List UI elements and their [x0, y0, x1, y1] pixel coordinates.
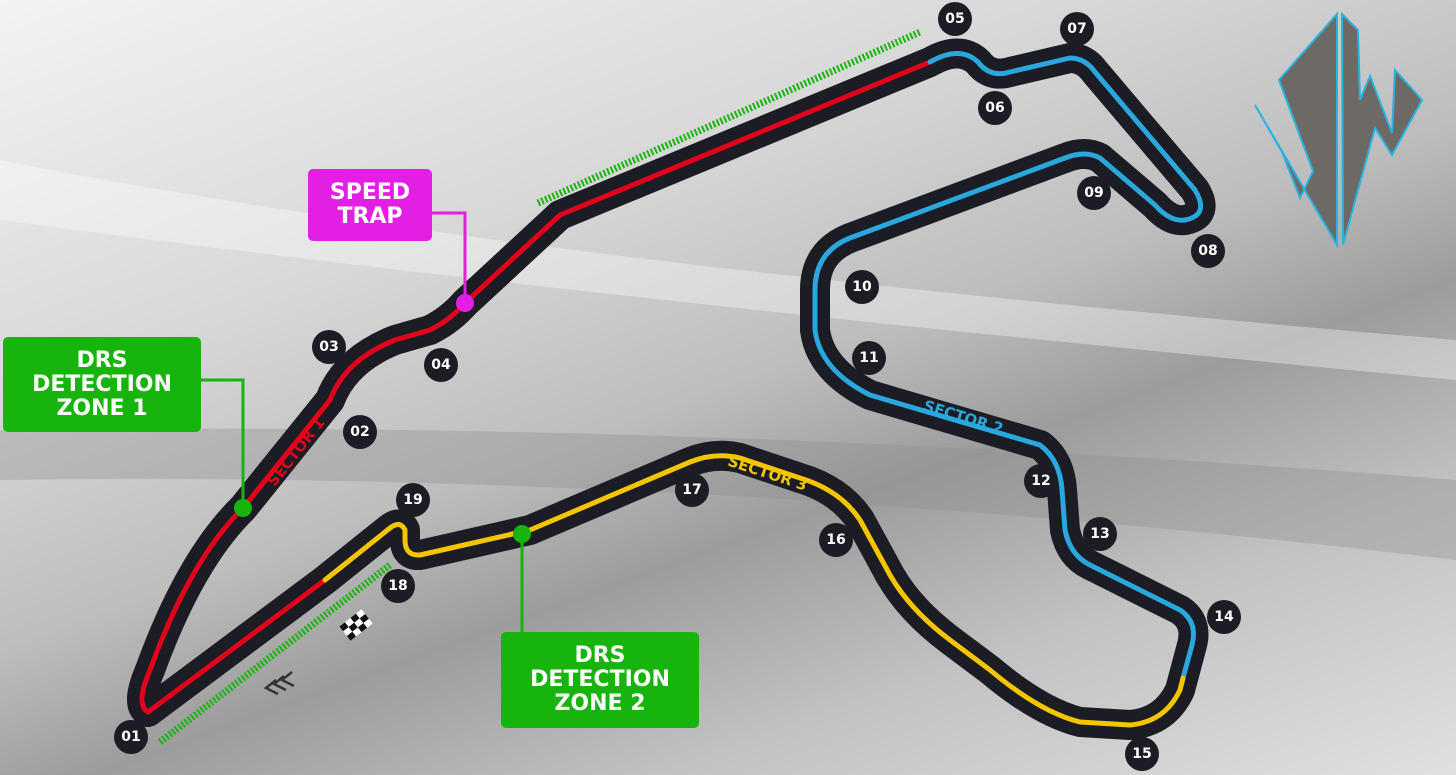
drs-detection-zone-1-callout: DRS DETECTION ZONE 1 [3, 337, 201, 432]
turn-number-12: 12 [1031, 473, 1050, 489]
turn-number-07: 07 [1067, 21, 1086, 37]
drs-zone-2-line [157, 562, 393, 745]
turn-marker-bg [114, 720, 148, 754]
turn-marker-bg [938, 2, 972, 36]
direction-chevrons-icon [263, 671, 295, 696]
turn-number-06: 06 [985, 100, 1004, 116]
turn-marker-bg [1207, 600, 1241, 634]
turn-number-09: 09 [1084, 185, 1103, 201]
turn-number-08: 08 [1198, 243, 1217, 259]
drs-zone-1-line [536, 28, 922, 207]
sector-3-line [322, 453, 1186, 728]
turn-marker-bg [675, 473, 709, 507]
drs1-marker [234, 499, 252, 517]
turn-number-01: 01 [121, 729, 140, 745]
turn-marker-bg [852, 341, 886, 375]
bg-swoosh [0, 428, 1456, 560]
turn-number-18: 18 [388, 578, 407, 594]
turn-number-17: 17 [682, 482, 701, 498]
turn-marker-bg [1024, 464, 1058, 498]
turn-marker-bg [1083, 517, 1117, 551]
checkered-flag-icon [339, 609, 373, 641]
turn-markers: 01 02 03 04 05 06 07 08 09 10 11 12 13 14 15 16 17 18 19 [114, 2, 1241, 771]
drs-detection-zone-2-callout: DRS DETECTION ZONE 2 [501, 632, 699, 728]
turn-number-15: 15 [1132, 746, 1151, 762]
turn-number-05: 05 [945, 11, 964, 27]
turn-marker-bg [1077, 176, 1111, 210]
turn-marker-bg [819, 523, 853, 557]
turn-number-16: 16 [826, 532, 845, 548]
turn-number-11: 11 [859, 350, 878, 366]
turn-number-03: 03 [319, 339, 338, 355]
turn-number-13: 13 [1090, 526, 1109, 542]
turn-number-02: 02 [350, 424, 369, 440]
turn-marker-bg [978, 91, 1012, 125]
turn-number-14: 14 [1214, 609, 1234, 625]
turn-marker-bg [343, 415, 377, 449]
turn-marker-bg [1191, 234, 1225, 268]
speed-trap-callout: SPEED TRAP [308, 169, 432, 241]
drs2-marker [513, 525, 531, 543]
turn-number-19: 19 [403, 492, 422, 508]
sector-2-line [812, 51, 1204, 681]
turn-marker-bg [845, 270, 879, 304]
track-outline [127, 38, 1216, 740]
turn-number-04: 04 [431, 357, 451, 373]
bg-swoosh [0, 160, 1456, 380]
turn-number-10: 10 [852, 279, 872, 295]
turn-marker-bg [424, 348, 458, 382]
sw-logo [1254, 11, 1424, 249]
turn-marker-bg [381, 569, 415, 603]
turn-marker-bg [396, 483, 430, 517]
turn-marker-bg [1125, 737, 1159, 771]
turn-marker-bg [312, 330, 346, 364]
turn-marker-bg [1060, 12, 1094, 46]
drs1-connector [200, 378, 245, 508]
speed-trap-connector [430, 211, 467, 303]
speed-trap-marker [456, 294, 474, 312]
